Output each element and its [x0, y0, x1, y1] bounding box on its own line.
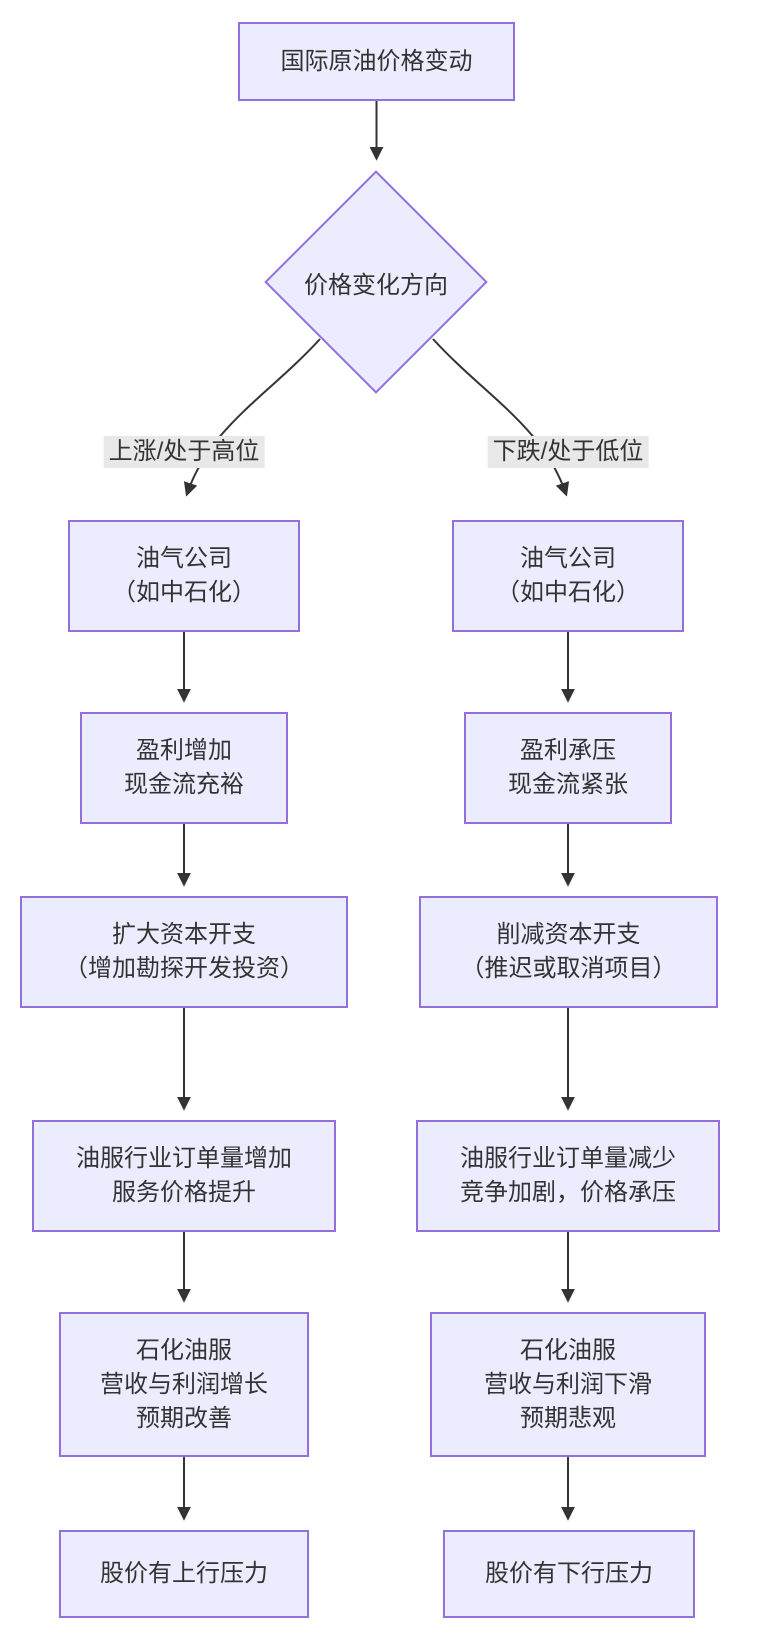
edge-label-price-up: 上涨/处于高位: [103, 436, 265, 468]
node-line: （如中石化）: [112, 579, 256, 606]
node-line: 油服行业订单量减少: [460, 1145, 676, 1172]
node-left-stock-upward-pressure: 股价有上行压力: [59, 1530, 309, 1618]
node-line: 现金流紧张: [508, 771, 628, 798]
node-line: 油气公司: [520, 545, 616, 572]
node-line: 盈利承压: [520, 737, 616, 764]
node-line: 营收与利润增长: [100, 1370, 268, 1398]
node-line: 石化油服: [136, 1336, 232, 1364]
node-crude-oil-price-change: 国际原油价格变动: [238, 22, 515, 101]
arrow-decision-to-right: [432, 338, 570, 497]
node-line: 现金流充裕: [124, 771, 244, 798]
node-right-profit-pressured: 盈利承压 现金流紧张: [464, 712, 672, 824]
node-line: 营收与利润下滑: [484, 1370, 652, 1398]
node-right-stock-downward-pressure: 股价有下行压力: [443, 1530, 695, 1618]
node-line: 预期悲观: [520, 1404, 616, 1432]
node-line: 油气公司: [136, 545, 232, 572]
node-right-oil-gas-company: 油气公司 （如中石化）: [452, 520, 684, 632]
node-line: （推迟或取消项目）: [460, 955, 677, 982]
node-line: 石化油服: [520, 1336, 616, 1364]
node-left-oil-gas-company: 油气公司 （如中石化）: [68, 520, 300, 632]
node-line: 削减资本开支: [496, 921, 641, 948]
node-left-oilservice-orders: 油服行业订单量增加 服务价格提升: [32, 1120, 336, 1232]
node-right-oilservice-orders-down: 油服行业订单量减少 竞争加剧，价格承压: [416, 1120, 720, 1232]
node-line: 竞争加剧，价格承压: [460, 1179, 676, 1206]
node-line: 股价有上行压力: [100, 1560, 268, 1587]
edge-label-price-down: 下跌/处于低位: [487, 436, 649, 468]
node-line: （如中石化）: [496, 579, 640, 606]
node-left-profit-cashflow: 盈利增加 现金流充裕: [80, 712, 288, 824]
arrow-decision-to-left: [183, 338, 321, 497]
node-line: 油服行业订单量增加: [76, 1145, 292, 1172]
node-line: 服务价格提升: [112, 1179, 256, 1206]
node-left-shoilserv-outlook: 石化油服 营收与利润增长 预期改善: [59, 1312, 309, 1457]
node-line: （增加勘探开发投资）: [64, 955, 304, 982]
node-right-shoilserv-outlook: 石化油服 营收与利润下滑 预期悲观: [430, 1312, 706, 1457]
node-line: 盈利增加: [136, 737, 232, 764]
node-left-capex-expand: 扩大资本开支 （增加勘探开发投资）: [20, 896, 348, 1008]
node-label: 国际原油价格变动: [280, 47, 473, 75]
node-line: 股价有下行压力: [485, 1560, 653, 1587]
node-line: 预期改善: [136, 1404, 232, 1432]
node-line: 扩大资本开支: [112, 921, 256, 948]
decision-price-change-direction: 价格变化方向: [304, 271, 448, 299]
node-right-capex-cut: 削减资本开支 （推迟或取消项目）: [419, 896, 718, 1008]
